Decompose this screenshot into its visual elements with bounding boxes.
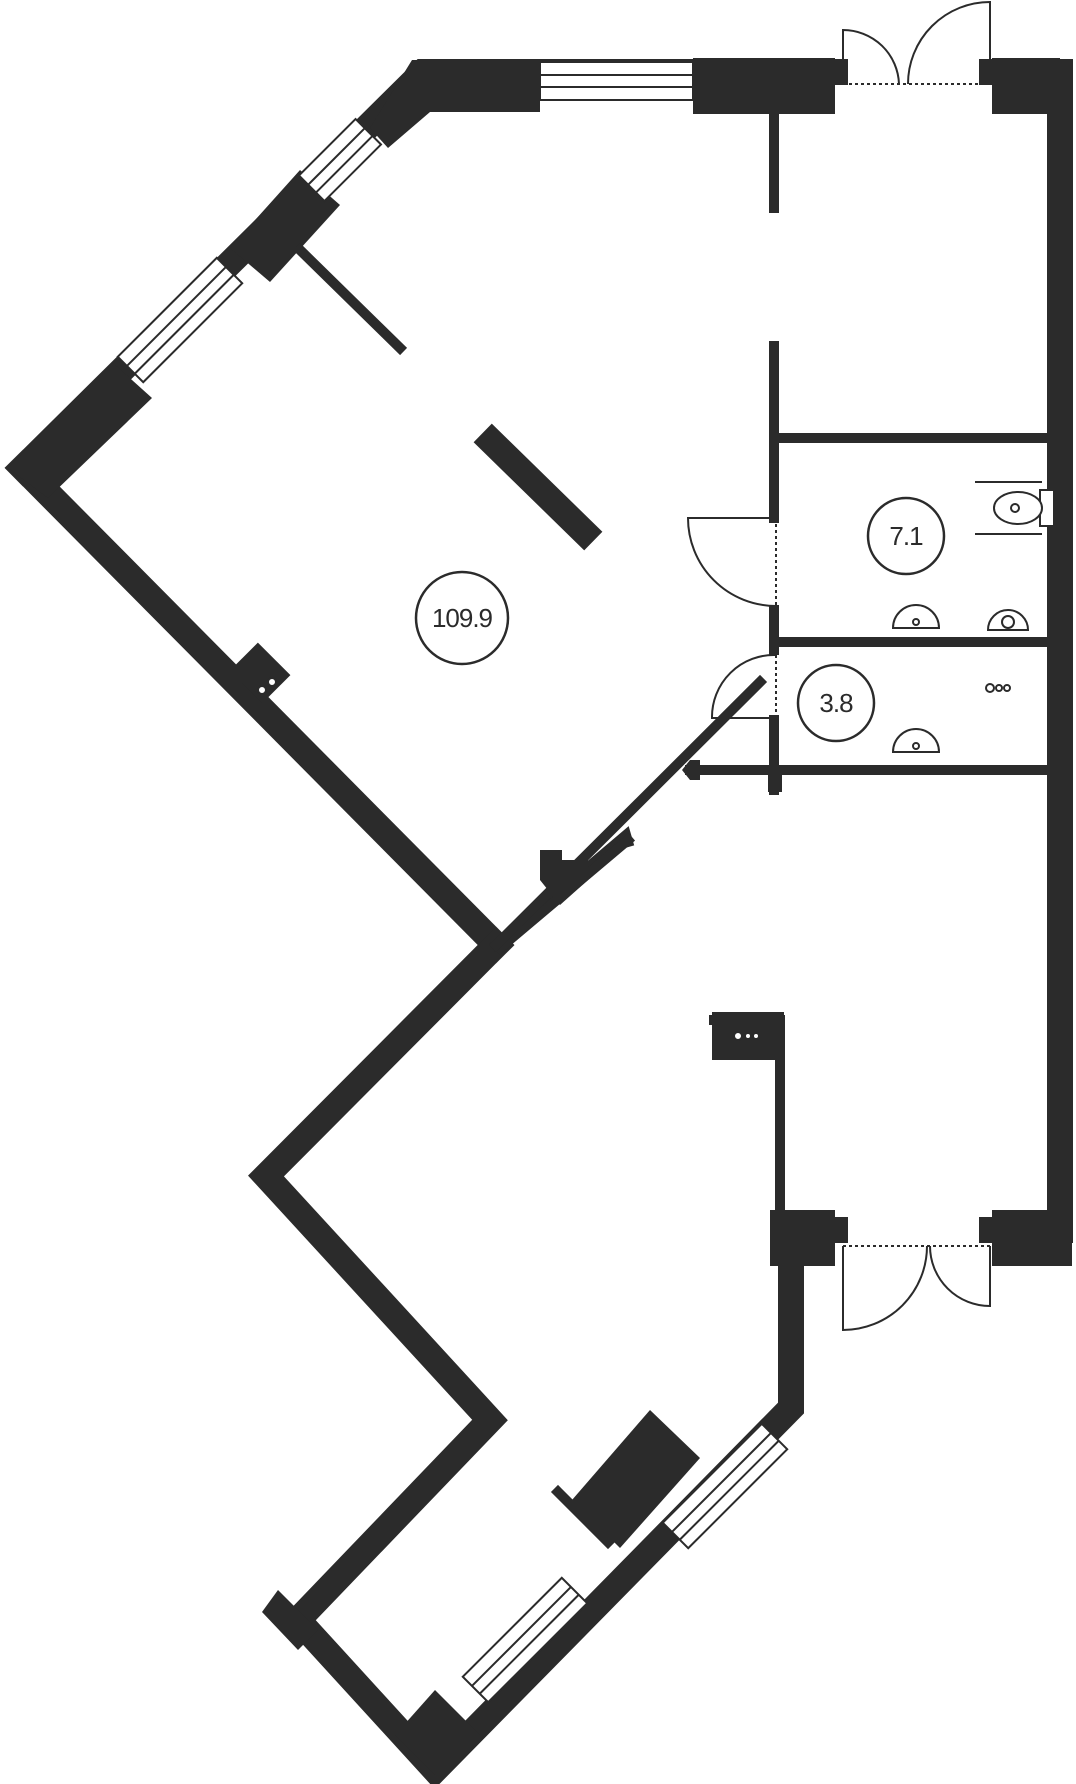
window-top [539, 61, 694, 101]
entrance-door-bottom [842, 1245, 991, 1332]
pier-bottom-right [992, 1210, 1072, 1266]
wall-lower-left-zigzag [248, 926, 848, 1784]
pier-left-low [262, 1590, 318, 1650]
restroom-door [710, 653, 777, 720]
pier-lower-window-2 [395, 1690, 480, 1775]
window-lower-2 [461, 1576, 589, 1704]
wall-piers [8, 58, 1072, 1775]
room-badge-restroom: 3.8 [796, 663, 876, 743]
riser-mid [540, 850, 588, 905]
toilet-icon [975, 481, 1055, 535]
pier-top-left-corner [370, 60, 540, 148]
room-labels: 109.9 7.1 3.8 [414, 496, 946, 743]
sink-icon-restroom [891, 728, 941, 753]
window-lower-1 [661, 1422, 789, 1550]
pier-lower-window-1 [572, 1410, 700, 1548]
fixtures [891, 481, 1055, 753]
sink-icon-round [986, 609, 1030, 631]
wall-top-left-top [4, 59, 848, 487]
room-badge-main-hall: 109.9 [414, 570, 510, 666]
room-area-restroom: 3.8 [819, 688, 853, 718]
wall-left-diagonal [4, 449, 515, 964]
pier-top-right [992, 58, 1060, 114]
wall-top-right [979, 59, 1073, 1243]
entrance-door-top [842, 0, 991, 85]
room-area-main-hall: 109.9 [432, 603, 493, 633]
riser-restroom [985, 683, 1011, 693]
pier-diag-1 [230, 170, 340, 282]
utility-risers [229, 642, 784, 1060]
room-area-bathroom: 7.1 [889, 521, 923, 551]
sink-icon [891, 604, 941, 629]
wall-notch-left [682, 760, 700, 780]
riser-left [229, 642, 291, 704]
bathroom-door [686, 517, 777, 610]
wall-free-diagonal [473, 423, 603, 551]
windows [116, 61, 789, 1704]
doors [686, 0, 991, 1332]
pier-diag-2 [8, 362, 152, 498]
room-badge-bathroom: 7.1 [866, 496, 946, 576]
wall-diag-stub-top [292, 242, 408, 356]
wall-diag-stub-low [550, 1484, 616, 1550]
column-right-bath [768, 770, 782, 792]
utility-riser-icon [257, 685, 267, 695]
window-diag-top [297, 117, 383, 203]
pier-top-center [693, 58, 835, 114]
window-diag-mid [116, 256, 244, 384]
wall-upper-cut [488, 674, 768, 953]
